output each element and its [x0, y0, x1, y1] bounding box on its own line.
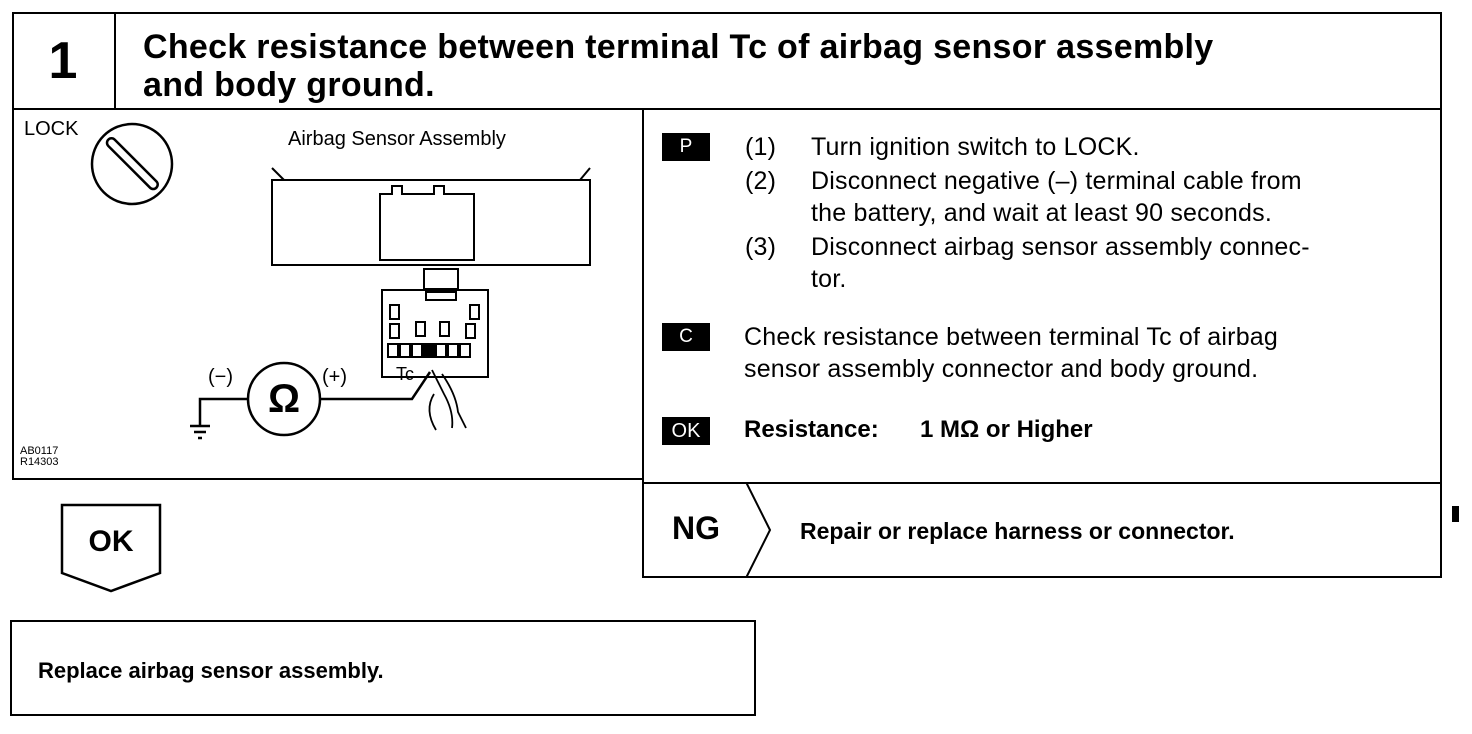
wiring-diagram: Ω [90, 122, 591, 440]
prep-step-1: (1) Turn ignition switch to LOCK. [745, 131, 1425, 165]
prep-step-1-num: (1) [745, 133, 777, 161]
figure-code-1: AB0117 [20, 445, 59, 457]
ok-arrow-box [60, 503, 162, 593]
ok-result-label: OK [88, 525, 134, 558]
ng-arrow-divider [745, 482, 772, 578]
ignition-key-icon [90, 122, 174, 206]
frame-left [12, 12, 14, 480]
ok-criterion-value: 1 MΩ or Higher [920, 416, 1093, 443]
ohm-symbol: Ω [268, 377, 300, 421]
ok-criterion-label: Resistance: [744, 416, 879, 443]
figure-divider [642, 110, 644, 578]
ok-action-box [10, 620, 756, 716]
ng-bottom [642, 576, 1442, 578]
prep-step-3-num: (3) [745, 233, 777, 261]
tester-wiring [190, 361, 432, 440]
connector-icon [381, 268, 489, 378]
frame-top [12, 12, 1442, 14]
frame-right [1440, 12, 1442, 578]
prep-step-3-text: Disconnect airbag sensor assembly connec… [811, 233, 1310, 293]
step-number: 1 [48, 32, 78, 90]
prep-badge: P [662, 133, 710, 161]
ok-badge: OK [662, 417, 710, 445]
prep-step-3: (3) Disconnect airbag sensor assembly co… [745, 231, 1425, 297]
prep-step-2-text: Disconnect negative (–) terminal cable f… [811, 167, 1302, 227]
prep-step-2: (2) Disconnect negative (–) terminal cab… [745, 165, 1425, 231]
figure-code-2: R14303 [20, 456, 59, 468]
lock-label: LOCK [24, 118, 79, 140]
prep-step-2-num: (2) [745, 167, 777, 195]
check-badge: C [662, 323, 710, 351]
minus-label: (−) [208, 366, 233, 388]
hand-probe-icon [428, 369, 467, 431]
component-label: Airbag Sensor Assembly [288, 128, 506, 150]
header-divider [114, 12, 116, 110]
prep-step-1-text: Turn ignition switch to LOCK. [811, 133, 1140, 161]
ng-action-text: Repair or replace harness or connector. [800, 518, 1235, 544]
ok-action-text: Replace airbag sensor assembly. [38, 658, 384, 683]
ng-result-label: NG [672, 510, 720, 546]
terminal-label: Tc [396, 364, 414, 384]
airbag-sensor-housing [271, 167, 591, 266]
step-title: Check resistance between terminal Tc of … [143, 28, 1214, 104]
check-text: Check resistance between terminal Tc of … [744, 323, 1279, 383]
plus-label: (+) [322, 366, 347, 388]
figure-bottom [12, 478, 644, 480]
header-bottom [12, 108, 1442, 110]
edge-mark [1452, 506, 1459, 522]
instruction-bottom [642, 482, 1442, 484]
